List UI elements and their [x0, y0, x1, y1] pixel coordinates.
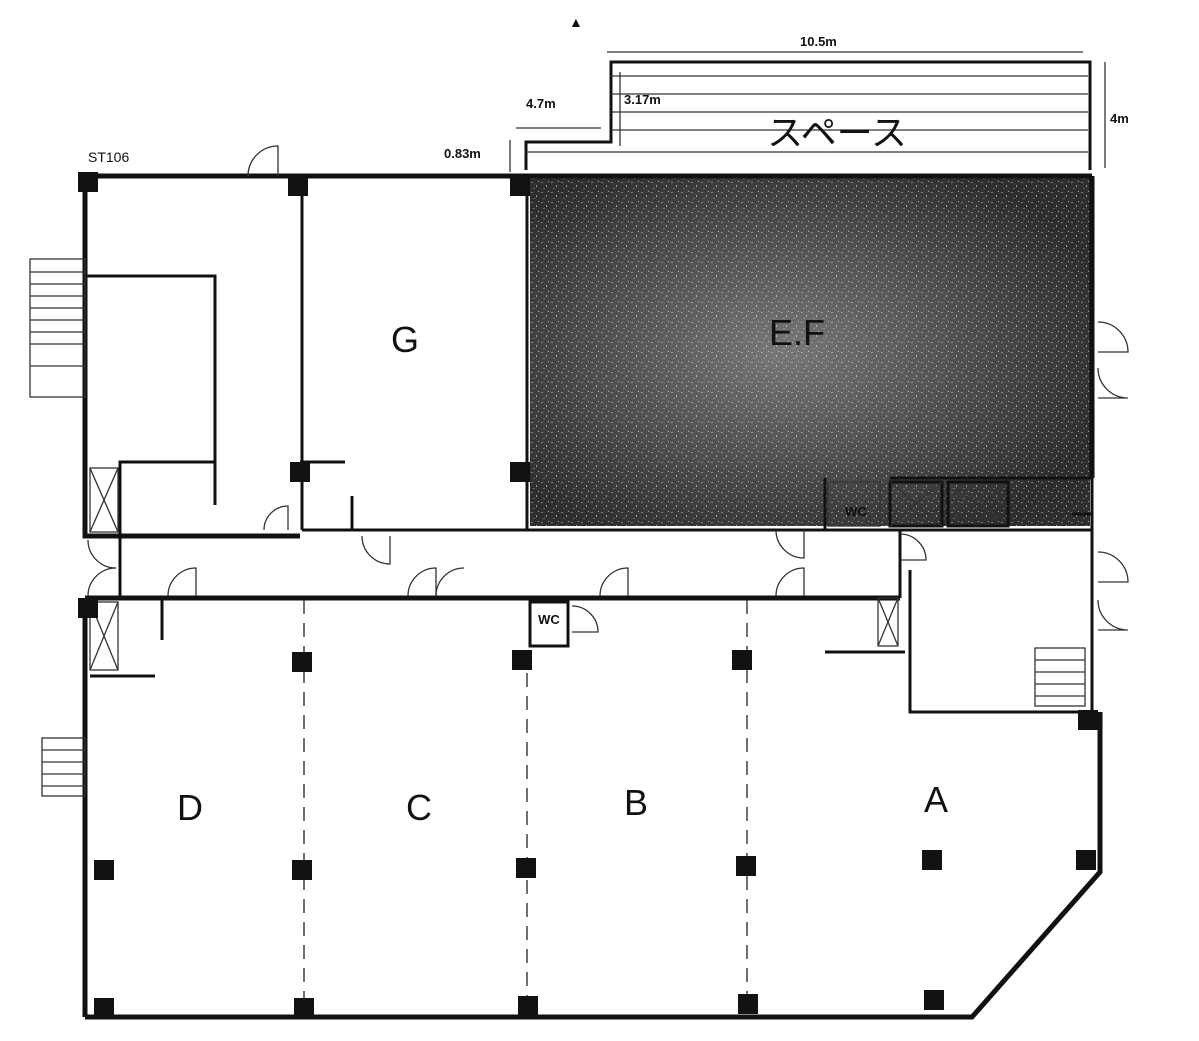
space-area: スペース: [524, 60, 1092, 170]
tenant-dividers: [303, 600, 748, 1012]
elevator-2: [946, 480, 1010, 528]
stair-core: [85, 274, 354, 536]
dim-gap: 0.83m: [444, 146, 481, 161]
dim-width-top: 10.5m: [800, 34, 837, 49]
room-g-label: G: [391, 319, 419, 360]
north-marker: ▲: [569, 14, 583, 30]
dim-step-height: 3.17m: [624, 92, 661, 107]
dim-height-right: 4m: [1110, 111, 1129, 126]
wc-lower-label: WC: [538, 612, 560, 627]
room-d-label: D: [177, 787, 203, 828]
elevator-1: [888, 480, 944, 528]
wc-upper-label: WC: [845, 504, 867, 519]
building-code: ST106: [88, 149, 129, 165]
room-b-label: B: [624, 782, 648, 823]
left-stair-upper: [29, 258, 86, 398]
room-ef[interactable]: E.F: [530, 174, 1090, 526]
right-lobby: [825, 478, 1094, 714]
room-ef-label: E.F: [769, 312, 825, 353]
columns: [78, 172, 1098, 1018]
wc-upper[interactable]: WC: [827, 481, 881, 527]
space-label: スペース: [767, 112, 907, 153]
doors: [87, 145, 1129, 633]
left-stair-lower: [41, 737, 86, 797]
room-a-label: A: [924, 779, 948, 820]
room-c-label: C: [406, 787, 432, 828]
dim-step-width: 4.7m: [526, 96, 556, 111]
lower-block-walls: [82, 598, 1103, 1020]
corridor: [85, 530, 902, 601]
dimension-annotations: 10.5m 4m 4.7m 3.17m 0.83m: [444, 34, 1129, 172]
wc-lower[interactable]: WC: [528, 600, 570, 648]
